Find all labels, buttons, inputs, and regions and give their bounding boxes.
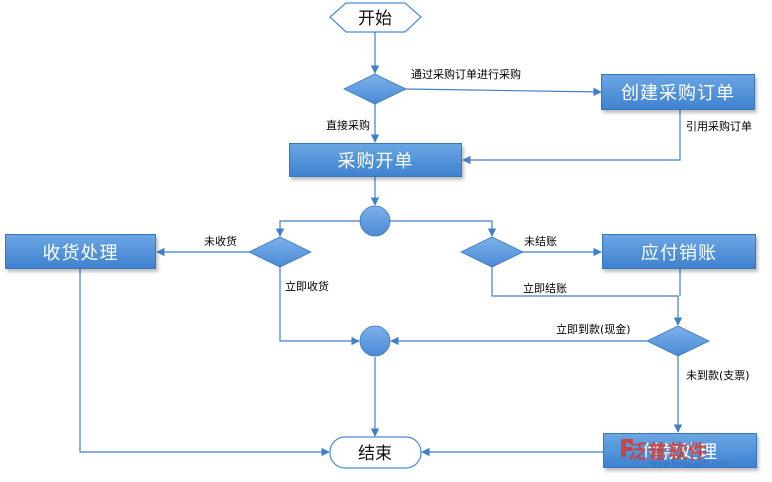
label-unpaid-check: 未到款(支票) bbox=[686, 369, 750, 382]
edge-receive-now bbox=[279, 267, 360, 346]
end-node bbox=[329, 436, 422, 469]
label-settle-now: 立即结账 bbox=[523, 282, 567, 295]
end-label: 结束 bbox=[358, 444, 392, 464]
edge-split-settle-decision bbox=[389, 220, 497, 237]
label-paid-cash: 立即到款(现金) bbox=[556, 323, 631, 336]
node-payable: 应付销账 bbox=[602, 234, 756, 269]
edge-split-receive-decision bbox=[275, 220, 361, 237]
watermark-brand: 泛普软件 bbox=[628, 441, 709, 463]
junction-merge bbox=[359, 325, 391, 357]
junction-split bbox=[359, 205, 391, 237]
edge-settle-now bbox=[491, 267, 683, 326]
node-create-po: 创建采购订单 bbox=[601, 74, 755, 110]
edge-decision-create-po bbox=[405, 87, 602, 97]
decision-receive bbox=[248, 236, 312, 268]
decision-purchase-type bbox=[343, 73, 407, 105]
edge-receive-end bbox=[79, 269, 330, 457]
connectors bbox=[79, 32, 683, 457]
node-purchase-order: 采购开单 bbox=[289, 143, 462, 177]
watermark-logo bbox=[621, 439, 633, 457]
start-node bbox=[329, 2, 422, 33]
label-not-settled: 未结账 bbox=[524, 235, 557, 248]
label-receive-now: 立即收货 bbox=[285, 280, 329, 293]
label-direct: 直接采购 bbox=[326, 119, 370, 132]
node-receive: 收货处理 bbox=[5, 234, 156, 269]
label-ref-po: 引用采购订单 bbox=[686, 120, 752, 133]
label-not-received: 未收货 bbox=[204, 235, 237, 248]
edge-create-po-purchase-order bbox=[462, 109, 681, 165]
decision-settle bbox=[460, 236, 524, 268]
watermark-url: www.fanpusoft.com bbox=[650, 459, 729, 468]
decision-payment bbox=[646, 325, 710, 357]
start-label: 开始 bbox=[358, 9, 392, 29]
label-via-po: 通过采购订单进行采购 bbox=[411, 68, 521, 81]
